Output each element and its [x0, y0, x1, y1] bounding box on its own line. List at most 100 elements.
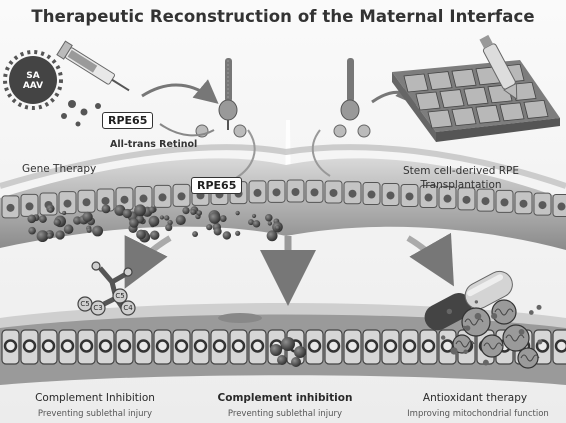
cell-nucleus: [406, 192, 414, 200]
rpe-cell-nucleus: [556, 341, 566, 352]
debris-particle: [134, 204, 146, 216]
rpe-cell-nucleus: [233, 341, 244, 352]
cell-nucleus: [558, 203, 566, 211]
debris-particle: [164, 215, 169, 220]
cell-nucleus: [26, 202, 34, 210]
antioxidant-particle: [537, 305, 542, 310]
gene-therapy-label: Gene Therapy: [22, 163, 96, 175]
debris-particle: [62, 211, 66, 215]
graft-tile: [404, 74, 428, 92]
debris-particle: [55, 230, 64, 239]
complement-label: C3: [92, 304, 104, 312]
rpe-cell-nucleus: [252, 341, 263, 352]
debris-particle: [190, 209, 196, 215]
cell-nucleus: [102, 197, 110, 205]
graft-tile: [524, 100, 548, 118]
rpe-cell-nucleus: [157, 341, 168, 352]
rpe-cell-nucleus: [43, 341, 54, 352]
rpe-cell-nucleus: [176, 341, 187, 352]
complement-label: C5: [114, 292, 126, 300]
rpe-cell-nucleus: [347, 341, 358, 352]
debris-particle: [192, 231, 198, 237]
debris-particle: [252, 214, 256, 218]
debris-particle: [37, 230, 49, 242]
cell-nucleus: [121, 196, 129, 204]
antioxidant-particle: [537, 339, 542, 344]
rpe-cell-nucleus: [62, 341, 73, 352]
panel-left-title: Complement Inhibition: [10, 392, 180, 404]
mitochondrion: [492, 300, 516, 324]
rpe-cell-nucleus: [5, 341, 16, 352]
debris-particle: [196, 210, 202, 216]
rpe65-badge-top: RPE65: [102, 112, 153, 129]
complement-label: C5: [79, 300, 91, 308]
rpe-cell-nucleus: [100, 341, 111, 352]
rpe-cell-nucleus: [214, 341, 225, 352]
elongated-cell-icon: [218, 313, 262, 323]
debris-particle: [223, 231, 231, 239]
mitochondrion: [503, 325, 529, 351]
cell-nucleus: [178, 192, 186, 200]
debris-particle: [87, 228, 92, 233]
cell-nucleus: [539, 201, 547, 209]
cell-nucleus: [520, 200, 528, 208]
mitochondrion: [462, 308, 490, 336]
debris-particle: [82, 212, 92, 222]
debris-particle: [209, 212, 220, 223]
antioxidant-particle: [450, 347, 457, 354]
retinol-label: All-trans Retinol: [110, 139, 197, 150]
cell-nucleus: [273, 188, 281, 196]
graft-tile: [452, 69, 476, 87]
rpe-cell-nucleus: [24, 341, 35, 352]
debris-particle: [149, 216, 160, 227]
complement-label: C4: [122, 304, 134, 312]
debris-particle: [182, 207, 189, 214]
debris-particle: [39, 215, 47, 223]
debris-particle: [123, 209, 132, 218]
graft-tile: [476, 105, 500, 123]
debris-particle: [48, 207, 53, 212]
antioxidant-particle: [529, 310, 534, 315]
panel-left-subtitle: Preventing sublethal injury: [10, 409, 180, 419]
cell-nucleus: [292, 188, 300, 196]
antioxidant-particle: [475, 300, 478, 303]
panel-right-subtitle: Improving mitochondrial function: [390, 409, 566, 419]
debris-particle: [160, 215, 164, 219]
debris-particle: [268, 221, 272, 225]
rpe-cell-nucleus: [423, 341, 434, 352]
antioxidant-particle: [519, 329, 525, 335]
graft-tile: [452, 108, 476, 126]
graft-tile: [428, 110, 452, 128]
debris-particle: [176, 215, 186, 225]
debris-particle: [220, 215, 227, 222]
panel-right-title: Antioxidant therapy: [390, 392, 560, 404]
debris-particle: [265, 214, 273, 222]
rpe-cell-nucleus: [366, 341, 377, 352]
cell-nucleus: [463, 196, 471, 204]
graft-tile: [500, 103, 524, 121]
cell-nucleus: [501, 198, 509, 206]
rpe-cell-nucleus: [404, 341, 415, 352]
cell-nucleus: [387, 191, 395, 199]
rpe-cell-nucleus: [195, 341, 206, 352]
graft-tile: [440, 90, 464, 108]
debris-particle: [129, 218, 139, 228]
antioxidant-particle: [447, 309, 452, 314]
graft-tile: [428, 72, 452, 90]
debris-particle: [253, 220, 260, 227]
cell-nucleus: [349, 190, 357, 198]
panel-center-title: Complement inhibition: [200, 392, 370, 404]
cell-nucleus: [444, 195, 452, 203]
debris-particle: [47, 233, 53, 239]
graft-tile: [416, 92, 440, 110]
debris-particle: [64, 224, 74, 234]
antioxidant-particle: [463, 326, 466, 329]
debris-particle: [149, 207, 156, 214]
debris-particle: [214, 227, 222, 235]
debris-particle: [102, 204, 111, 213]
cell-nucleus: [425, 194, 433, 202]
debris-particle: [206, 224, 212, 230]
cell-nucleus: [482, 197, 490, 205]
